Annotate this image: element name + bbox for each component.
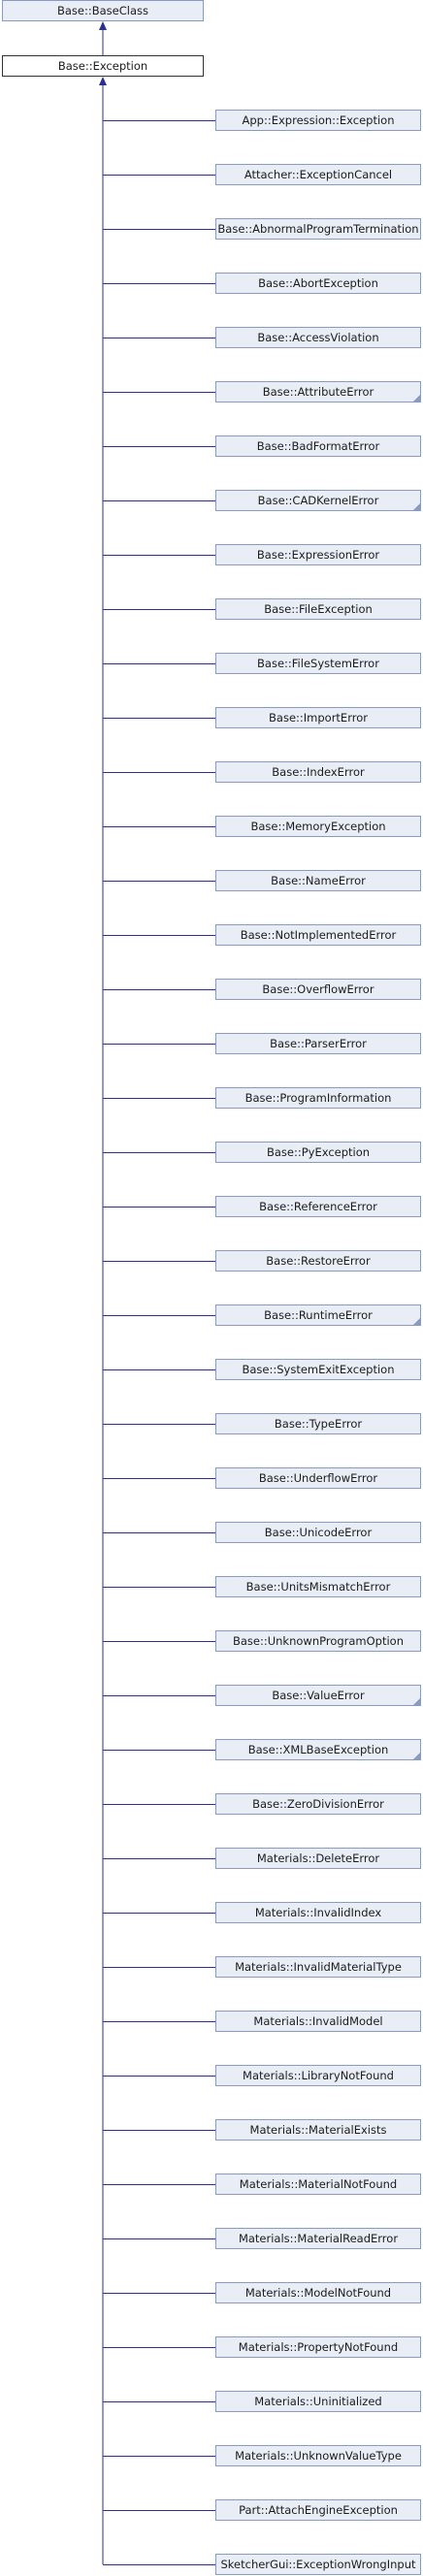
subclass-node[interactable]: Base::MemoryException: [215, 816, 421, 837]
subclass-node[interactable]: Materials::LibraryNotFound: [215, 2065, 421, 2086]
subclass-node[interactable]: Base::NotImplementedError: [215, 924, 421, 946]
subclass-node[interactable]: Materials::InvalidModel: [215, 2011, 421, 2032]
subclass-node[interactable]: Base::UnicodeError: [215, 1522, 421, 1543]
subclass-node[interactable]: Materials::DeleteError: [215, 1848, 421, 1869]
subclass-node[interactable]: App::Expression::Exception: [215, 110, 421, 131]
subclass-node[interactable]: Base::UnitsMismatchError: [215, 1576, 421, 1597]
subclass-node[interactable]: Base::ValueError: [215, 1685, 421, 1706]
subclass-node[interactable]: Base::ParserError: [215, 1033, 421, 1054]
subclass-node[interactable]: Base::CADKernelError: [215, 490, 421, 511]
subclass-node[interactable]: Base::FileException: [215, 598, 421, 620]
arrow-head: [99, 77, 107, 85]
root-class-node: Base::Exception: [2, 55, 204, 77]
subclass-node[interactable]: Base::FileSystemError: [215, 653, 421, 674]
subclass-node[interactable]: Base::PyException: [215, 1142, 421, 1163]
subclass-node[interactable]: Base::UnknownProgramOption: [215, 1630, 421, 1652]
subclass-node[interactable]: Base::NameError: [215, 870, 421, 891]
subclass-node[interactable]: Base::ZeroDivisionError: [215, 1793, 421, 1815]
subclass-node[interactable]: Attacher::ExceptionCancel: [215, 164, 421, 185]
subclass-node[interactable]: Base::ExpressionError: [215, 544, 421, 565]
arrow-head: [99, 21, 107, 30]
subclass-node[interactable]: Base::AttributeError: [215, 381, 421, 402]
subclass-node[interactable]: Base::XMLBaseException: [215, 1739, 421, 1760]
subclass-node[interactable]: Base::TypeError: [215, 1413, 421, 1434]
subclass-node[interactable]: Materials::ModelNotFound: [215, 2282, 421, 2303]
subclass-node[interactable]: Base::AccessViolation: [215, 327, 421, 348]
subclass-node[interactable]: Base::ImportError: [215, 707, 421, 728]
subclass-node[interactable]: Materials::UnknownValueType: [215, 2445, 421, 2466]
subclass-node[interactable]: Base::AbnormalProgramTermination: [215, 218, 421, 240]
subclass-node[interactable]: Materials::Uninitialized: [215, 2391, 421, 2412]
subclass-node[interactable]: Materials::InvalidIndex: [215, 1902, 421, 1923]
subclass-node[interactable]: Base::ReferenceError: [215, 1196, 421, 1217]
subclass-node[interactable]: Base::RestoreError: [215, 1250, 421, 1272]
subclass-node[interactable]: Base::ProgramInformation: [215, 1087, 421, 1109]
subclass-node[interactable]: Materials::MaterialReadError: [215, 2228, 421, 2249]
subclass-node[interactable]: Base::UnderflowError: [215, 1467, 421, 1489]
subclass-node[interactable]: Materials::MaterialNotFound: [215, 2174, 421, 2195]
subclass-node[interactable]: Base::IndexError: [215, 761, 421, 783]
subclass-node[interactable]: Materials::MaterialExists: [215, 2119, 421, 2141]
base-class-node[interactable]: Base::BaseClass: [2, 0, 204, 21]
subclass-node[interactable]: Materials::PropertyNotFound: [215, 2336, 421, 2358]
subclass-node[interactable]: Base::OverflowError: [215, 979, 421, 1000]
subclass-node[interactable]: Materials::InvalidMaterialType: [215, 1956, 421, 1978]
subclass-node[interactable]: Base::SystemExitException: [215, 1359, 421, 1380]
subclass-node[interactable]: Base::BadFormatError: [215, 435, 421, 457]
subclass-node[interactable]: Part::AttachEngineException: [215, 2499, 421, 2521]
subclass-node[interactable]: SketcherGui::ExceptionWrongInput: [215, 2554, 421, 2575]
subclass-node[interactable]: Base::RuntimeError: [215, 1304, 421, 1326]
subclass-node[interactable]: Base::AbortException: [215, 273, 421, 294]
